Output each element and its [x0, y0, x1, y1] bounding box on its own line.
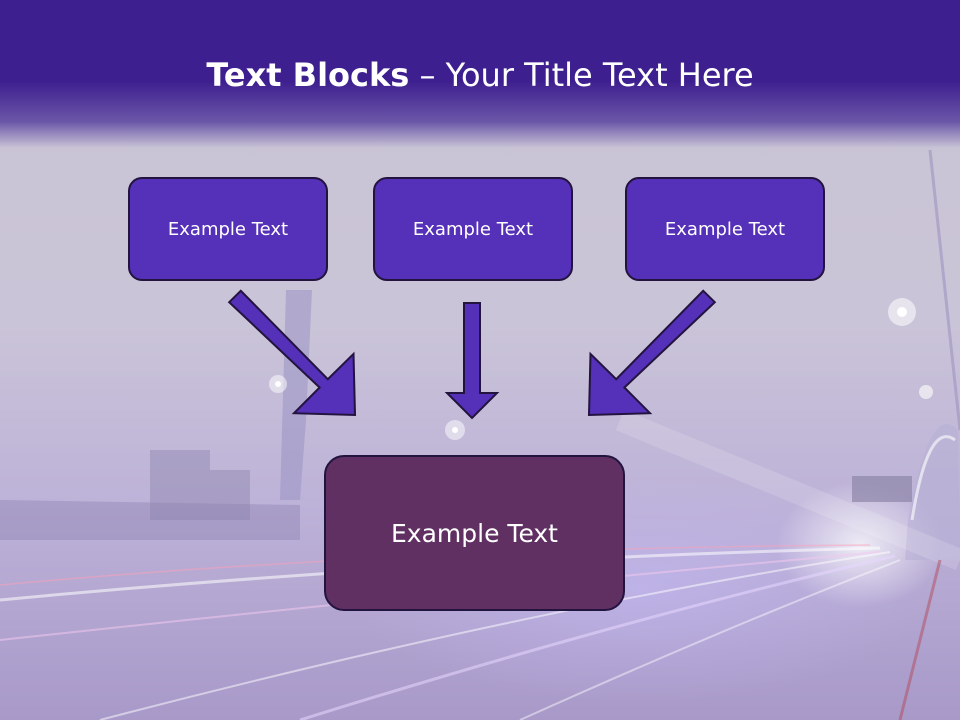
text-block-1-label: Example Text [167, 218, 289, 240]
page-title: Text Blocks – Your Title Text Here [0, 52, 960, 98]
title-bold: Text Blocks [206, 56, 410, 94]
title-rest: Your Title Text Here [445, 56, 754, 94]
text-block-2-label: Example Text [412, 218, 534, 240]
arrow-down [444, 302, 500, 420]
target-block-label: Example Text [391, 518, 558, 548]
text-block-2[interactable]: Example Text [373, 177, 573, 281]
target-block[interactable]: Example Text [324, 455, 625, 611]
title-bar: Text Blocks – Your Title Text Here [0, 0, 960, 148]
text-block-3-label: Example Text [664, 218, 786, 240]
text-block-3[interactable]: Example Text [625, 177, 825, 281]
arrow-right-diagonal [587, 289, 717, 417]
title-dash: – [409, 56, 446, 94]
arrow-left-diagonal [227, 289, 357, 417]
text-block-1[interactable]: Example Text [128, 177, 328, 281]
